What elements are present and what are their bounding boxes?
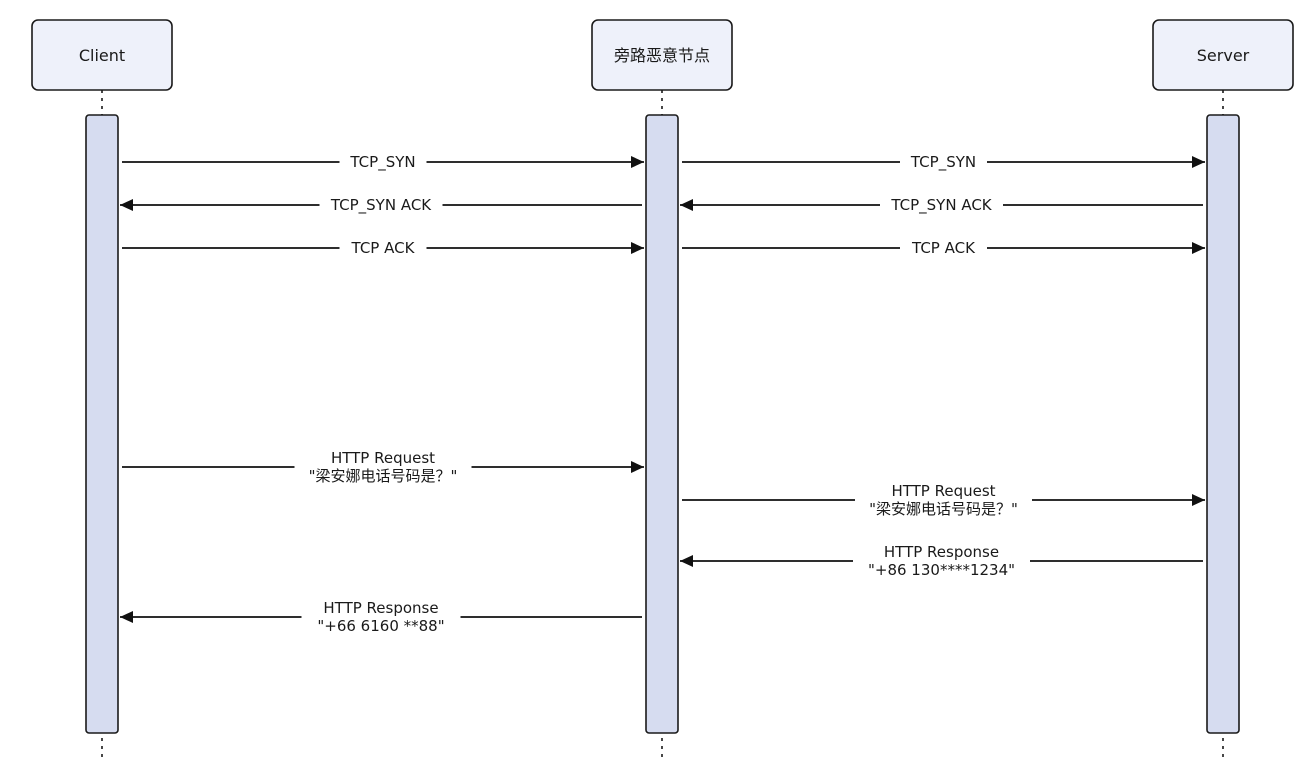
message-arrow: TCP_SYN ACK <box>680 196 1203 215</box>
arrowhead <box>631 461 644 473</box>
message-arrow: TCP_SYN <box>122 153 644 172</box>
arrowhead <box>631 242 644 254</box>
arrowhead <box>680 555 693 567</box>
activation-bar-client <box>85 114 119 734</box>
activation-bar-server <box>1206 114 1240 734</box>
message-arrow: HTTP Request"梁安娜电话号码是？" <box>122 449 644 485</box>
message-label: "+86 130****1234" <box>868 561 1015 579</box>
participant-client: Client <box>31 19 173 762</box>
participant-box-middle <box>591 19 733 91</box>
message-label: TCP_SYN ACK <box>890 196 992 215</box>
message-label: HTTP Response <box>323 599 438 617</box>
message-label: "梁安娜电话号码是？" <box>869 500 1018 518</box>
message-arrow: HTTP Request"梁安娜电话号码是？" <box>682 482 1205 518</box>
arrowhead <box>1192 156 1205 168</box>
message-arrow: TCP_SYN <box>682 153 1205 172</box>
arrowhead <box>120 199 133 211</box>
message-label: HTTP Response <box>884 543 999 561</box>
message-label: TCP_SYN <box>910 153 976 172</box>
arrowhead <box>680 199 693 211</box>
participant-label-middle: 旁路恶意节点 <box>614 46 710 65</box>
message-arrow: HTTP Response"+86 130****1234" <box>680 543 1203 579</box>
message-arrow: TCP ACK <box>682 239 1205 257</box>
message-label: "梁安娜电话号码是？" <box>309 467 458 485</box>
message-label: HTTP Request <box>891 482 995 500</box>
message-label: TCP ACK <box>351 239 416 257</box>
message-arrow: TCP_SYN ACK <box>120 196 642 215</box>
message-arrow: HTTP Response"+66 6160 **88" <box>120 599 642 635</box>
participant-box-server <box>1152 19 1294 91</box>
message-label: HTTP Request <box>331 449 435 467</box>
arrowhead <box>1192 242 1205 254</box>
participant-server: Server <box>1152 19 1294 762</box>
participant-label-server: Server <box>1197 46 1250 65</box>
arrowhead <box>631 156 644 168</box>
message-label: TCP ACK <box>911 239 976 257</box>
activation-bar-middle <box>645 114 679 734</box>
participant-middle: 旁路恶意节点 <box>591 19 733 762</box>
arrowhead <box>120 611 133 623</box>
participant-label-client: Client <box>79 46 125 65</box>
participant-box-client <box>31 19 173 91</box>
message-label: "+66 6160 **88" <box>317 617 444 635</box>
message-label: TCP_SYN ACK <box>330 196 432 215</box>
arrowhead <box>1192 494 1205 506</box>
message-label: TCP_SYN <box>349 153 415 172</box>
message-arrow: TCP ACK <box>122 239 644 257</box>
